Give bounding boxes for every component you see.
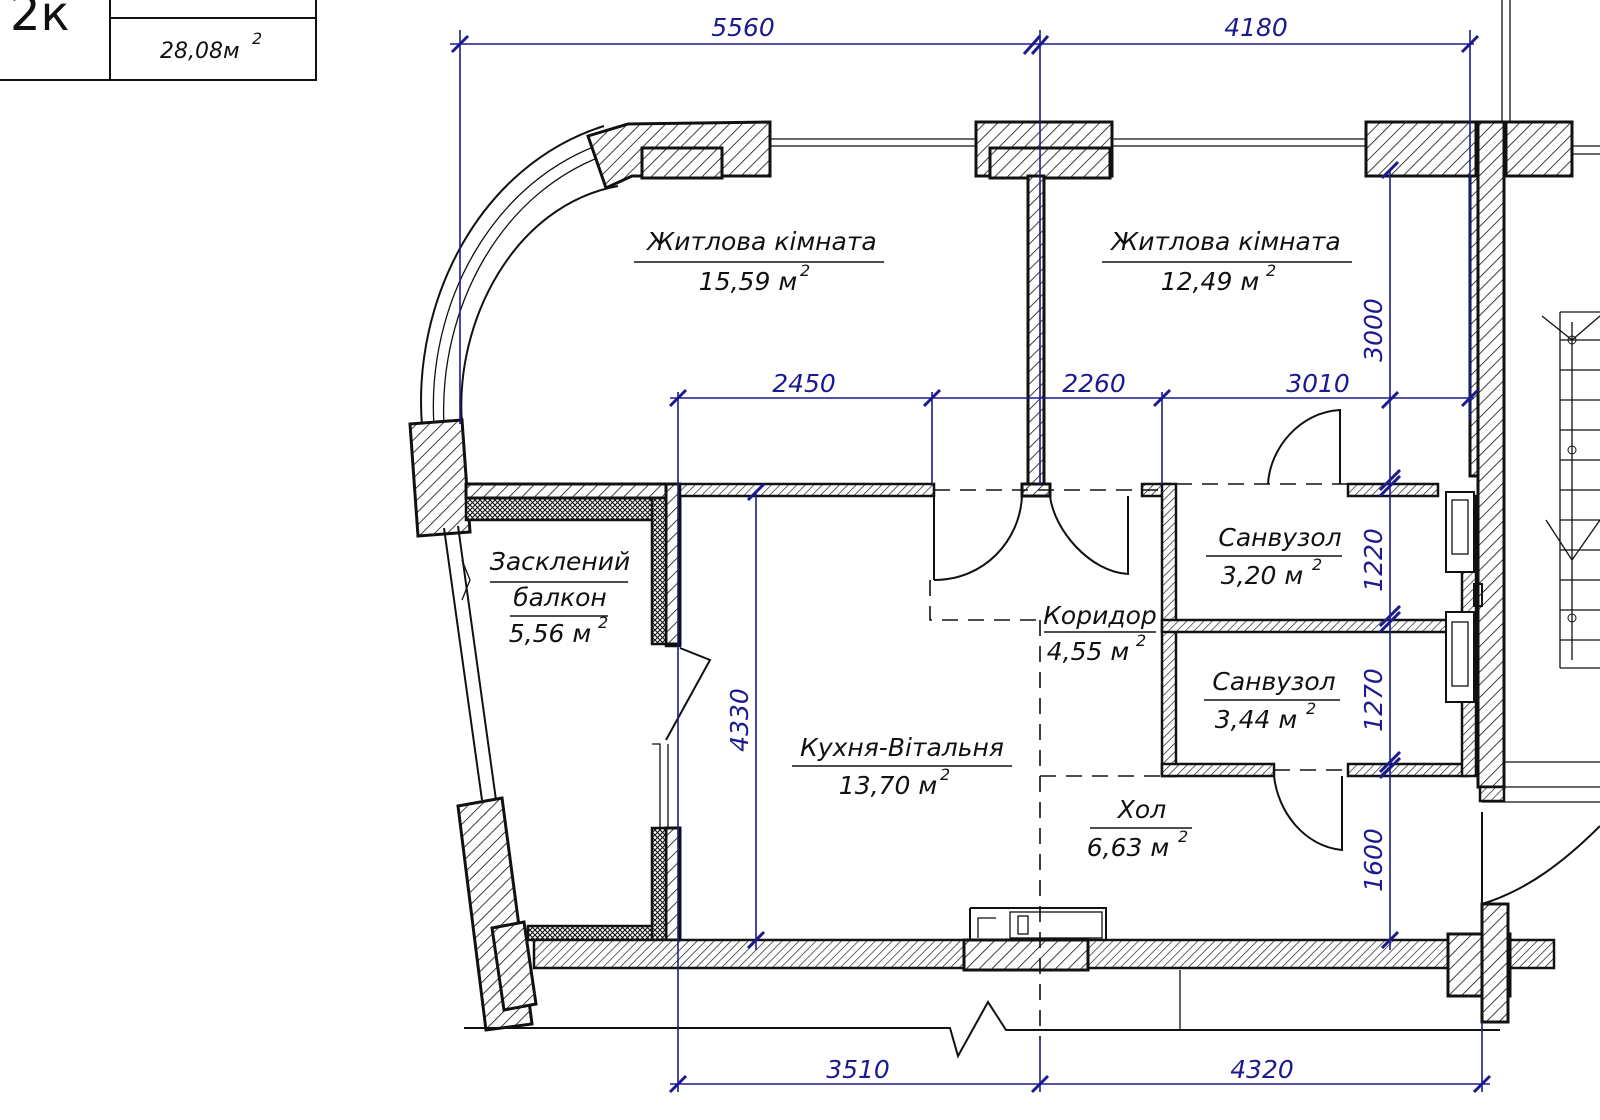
bottom-walls bbox=[464, 801, 1600, 1059]
unit-type-label: 2к bbox=[10, 0, 70, 42]
dim-vert-rooms: 3000 bbox=[1359, 298, 1388, 362]
room-area-sup: 2 bbox=[800, 261, 810, 280]
room-balcony: Засклений балкон 5,56 м 2 bbox=[490, 547, 630, 648]
dim-vert-hall: 1600 bbox=[1359, 828, 1388, 892]
room-area-sup: 2 bbox=[1306, 699, 1316, 718]
room-name-line2: балкон bbox=[513, 583, 606, 612]
room-area: 3,44 м bbox=[1215, 705, 1297, 734]
room-area: 5,56 м bbox=[509, 619, 591, 648]
room-area: 13,70 м bbox=[839, 771, 937, 800]
window-lines bbox=[762, 0, 1600, 155]
unit-area-label: 28,08м bbox=[160, 39, 240, 64]
room-name: Коридор bbox=[1043, 601, 1157, 630]
room-name-line1: Засклений bbox=[490, 547, 630, 576]
top-walls bbox=[974, 120, 1574, 180]
dim-top-right: 4180 bbox=[1224, 13, 1288, 42]
curved-exterior-wall bbox=[420, 120, 772, 427]
dim-bottom-right: 4320 bbox=[1230, 1055, 1294, 1084]
zoning-dashes bbox=[929, 483, 1348, 1040]
room-corridor: Коридор 4,55 м 2 bbox=[1043, 601, 1157, 666]
room-area-sup: 2 bbox=[940, 765, 950, 784]
room-area: 15,59 м bbox=[699, 267, 797, 296]
dim-vert-bath-2: 1270 bbox=[1359, 668, 1388, 732]
room-area: 4,55 м bbox=[1047, 637, 1129, 666]
interior-walls bbox=[678, 482, 1483, 778]
room-area-sup: 2 bbox=[1266, 261, 1276, 280]
room-area-sup: 2 bbox=[1136, 631, 1146, 650]
dim-mid-2: 2260 bbox=[1062, 369, 1126, 398]
room-name: Житлова кімната bbox=[645, 227, 876, 256]
unit-area-sup: 2 bbox=[252, 29, 262, 48]
room-area-sup: 2 bbox=[1178, 827, 1188, 846]
dim-vert-bath-1: 1220 bbox=[1359, 528, 1388, 592]
room-area-sup: 2 bbox=[598, 613, 608, 632]
room-name: Житлова кімната bbox=[1109, 227, 1340, 256]
room-area-sup: 2 bbox=[1312, 555, 1322, 574]
room-name: Кухня-Вітальня bbox=[800, 733, 1004, 762]
bedroom-partition bbox=[1020, 174, 1052, 498]
room-bathroom-1: Санвузол 3,20 м 2 bbox=[1206, 523, 1342, 590]
room-living-2: Житлова кімната 12,49 м 2 bbox=[1102, 227, 1352, 296]
dim-mid-1: 2450 bbox=[772, 369, 836, 398]
dim-vert-kitchen: 4330 bbox=[725, 688, 754, 752]
room-area: 3,20 м bbox=[1221, 561, 1303, 590]
room-area: 12,49 м bbox=[1161, 267, 1259, 296]
room-name: Санвузол bbox=[1218, 523, 1341, 552]
room-name: Санвузол bbox=[1212, 667, 1335, 696]
unit-badge: 2к 28,08м 2 bbox=[0, 0, 317, 81]
dim-bottom-left: 3510 bbox=[826, 1055, 890, 1084]
room-area: 6,63 м bbox=[1087, 833, 1169, 862]
dim-top-left: 5560 bbox=[711, 13, 775, 42]
dimension-lines bbox=[450, 30, 1492, 1094]
room-living-1: Житлова кімната 15,59 м 2 bbox=[634, 227, 884, 296]
room-bathroom-2: Санвузол 3,44 м 2 bbox=[1204, 667, 1340, 734]
doors bbox=[933, 408, 1483, 904]
room-hall: Хол 6,63 м 2 bbox=[1087, 795, 1192, 862]
room-name: Хол bbox=[1116, 795, 1166, 824]
stairwell-wall bbox=[1468, 120, 1600, 803]
dimension-labels: 5560 4180 2450 2260 3010 3510 4320 3000 … bbox=[711, 13, 1388, 1084]
room-kitchen-living: Кухня-Вітальня 13,70 м 2 bbox=[792, 733, 1012, 800]
dim-mid-3: 3010 bbox=[1286, 369, 1350, 398]
balcony-structure bbox=[408, 418, 712, 1032]
